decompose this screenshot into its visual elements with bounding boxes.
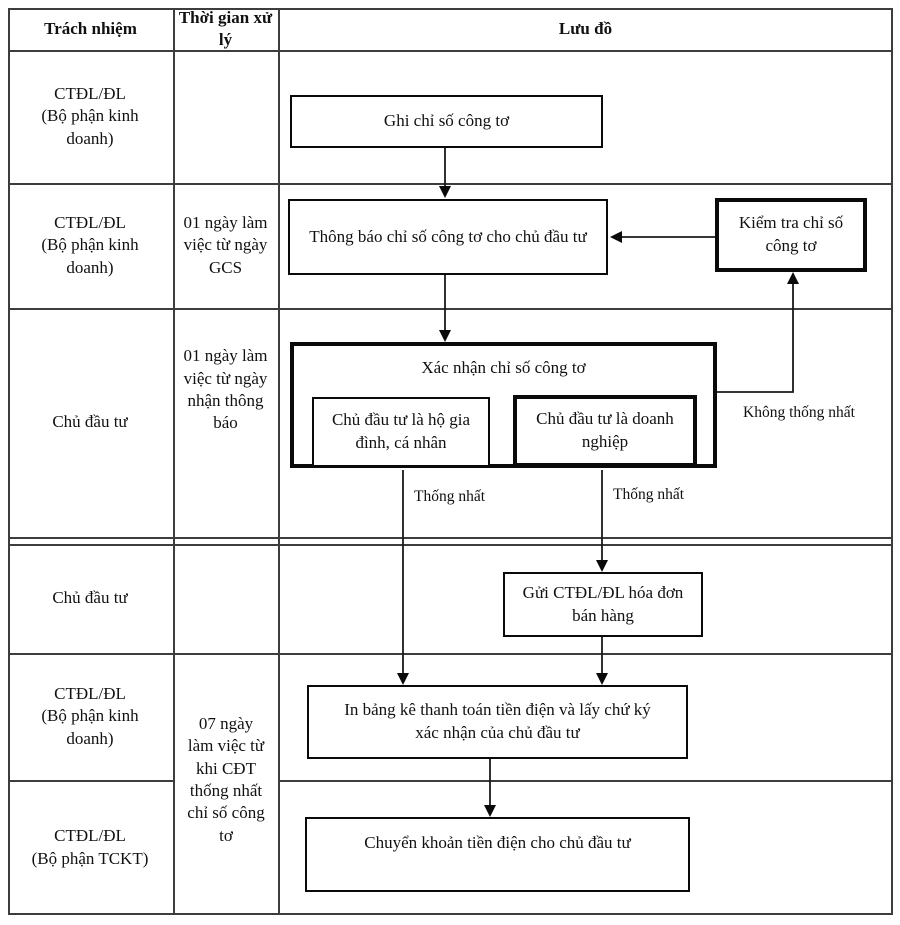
responsibility-row2-dept: (Bộ phận kinh doanh): [41, 235, 139, 277]
row-divider-5-col3: [278, 780, 893, 782]
label-khong-thong-nhat-text: Không thống nhất: [743, 404, 855, 421]
flow-box-chuyen-khoan: Chuyển khoản tiền điện cho chủ đầu tư: [305, 817, 690, 892]
row-divider-3a-double: [8, 537, 893, 539]
flow-box-ho-gia-dinh-label: Chủ đầu tư là hộ gia đình, cá nhân: [331, 410, 471, 452]
row-divider-5-col1: [8, 780, 173, 782]
flow-box-thong-bao-label: Thông báo chỉ số công tơ cho chủ đầu tư: [309, 226, 587, 246]
row-divider-4: [8, 653, 893, 655]
arrowhead-down-1: [439, 186, 451, 198]
arrowhead-down-5: [596, 673, 608, 685]
arrowhead-up-1: [787, 272, 799, 284]
responsibility-row1-org: CTĐL/ĐL: [54, 83, 126, 103]
time-row2-label: 01 ngày làm việc từ ngày GCS: [183, 212, 268, 277]
responsibility-row3: Chủ đầu tư: [20, 308, 160, 537]
flow-box-ho-gia-dinh: Chủ đầu tư là hộ gia đình, cá nhân: [312, 397, 490, 467]
flow-box-in-bang-ke-label: In bảng kê thanh toán tiền điện và lấy c…: [344, 700, 651, 742]
time-rows5-6-label: 07 ngày làm việc từ khi CĐT thống nhất c…: [187, 713, 265, 845]
header-flow: Lưu đồ: [278, 8, 893, 50]
label-khong-thong-nhat: Không thống nhất: [743, 404, 855, 423]
flow-box-gui-hoa-don: Gửi CTĐL/ĐL hóa đơn bán hàng: [503, 572, 703, 637]
row-divider-1: [8, 183, 893, 185]
flow-box-ghi-chi-so: Ghi chỉ số công tơ: [290, 95, 603, 148]
flow-box-thong-bao: Thông báo chỉ số công tơ cho chủ đầu tư: [288, 199, 608, 275]
time-row3: 01 ngày làm việc từ ngày nhận thông báo: [183, 315, 268, 465]
arrowhead-down-6: [484, 805, 496, 817]
time-row2: 01 ngày làm việc từ ngày GCS: [183, 183, 268, 308]
arrowhead-down-2: [439, 330, 451, 342]
flow-box-kiem-tra-label: Kiểm tra chỉ số công tơ: [738, 213, 844, 255]
row-divider-3b-double: [8, 544, 893, 546]
responsibility-row6-dept: (Bộ phận TCKT): [31, 848, 149, 868]
header-flow-label: Lưu đồ: [558, 18, 613, 38]
flow-box-ghi-chi-so-label: Ghi chỉ số công tơ: [383, 111, 510, 131]
row-divider-2: [8, 308, 893, 310]
column-divider-1: [173, 8, 175, 915]
flow-box-in-bang-ke: In bảng kê thanh toán tiền điện và lấy c…: [307, 685, 688, 759]
label-thong-nhat-right: Thống nhất: [613, 486, 684, 505]
header-time: Thời gian xử lý: [178, 8, 273, 50]
table-outer-border: [8, 8, 893, 915]
flow-box-xac-nhan-label: Xác nhận chỉ số công tơ: [421, 358, 586, 377]
responsibility-row2: CTĐL/ĐL (Bộ phận kinh doanh): [20, 183, 160, 308]
responsibility-row5-org: CTĐL/ĐL: [54, 683, 126, 703]
responsibility-row6-org: CTĐL/ĐL: [54, 826, 126, 846]
flow-box-kiem-tra: Kiểm tra chỉ số công tơ: [715, 198, 867, 272]
flow-box-chuyen-khoan-label: Chuyển khoản tiền điện cho chủ đầu tư: [364, 833, 631, 852]
responsibility-row4: Chủ đầu tư: [20, 544, 160, 653]
connector-khongthongnhat-loop: [717, 284, 794, 393]
flow-box-doanh-nghiep: Chủ đầu tư là doanh nghiệp: [513, 395, 697, 467]
flow-box-gui-hoa-don-label: Gửi CTĐL/ĐL hóa đơn bán hàng: [522, 582, 684, 625]
responsibility-row6: CTĐL/ĐL (Bộ phận TCKT): [16, 780, 164, 915]
label-thong-nhat-left-text: Thống nhất: [414, 488, 486, 505]
time-row3-label: 01 ngày làm việc từ ngày nhận thông báo: [183, 346, 268, 433]
arrowhead-down-4: [596, 560, 608, 572]
responsibility-row5-dept: (Bộ phận kinh doanh): [41, 706, 139, 748]
responsibility-row4-label: Chủ đầu tư: [52, 588, 128, 608]
header-responsibility: Trách nhiệm: [8, 8, 173, 50]
arrowhead-down-3: [397, 673, 409, 685]
responsibility-row5: CTĐL/ĐL (Bộ phận kinh doanh): [20, 653, 160, 780]
row-divider-header: [8, 50, 893, 52]
responsibility-row1: CTĐL/ĐL (Bộ phận kinh doanh): [20, 50, 160, 183]
responsibility-row3-label: Chủ đầu tư: [52, 412, 128, 432]
arrowhead-left-1: [610, 231, 622, 243]
flow-box-doanh-nghiep-label: Chủ đầu tư là doanh nghiệp: [536, 409, 674, 451]
label-thong-nhat-left: Thống nhất: [414, 488, 485, 507]
header-time-label: Thời gian xử lý: [178, 7, 273, 49]
header-responsibility-label: Trách nhiệm: [44, 18, 137, 38]
column-divider-2: [278, 8, 280, 915]
label-thong-nhat-right-text: Thống nhất: [613, 486, 685, 503]
responsibility-row1-dept: (Bộ phận kinh doanh): [41, 106, 139, 148]
responsibility-row2-org: CTĐL/ĐL: [54, 212, 126, 232]
time-rows5-6-merged: 07 ngày làm việc từ khi CĐT thống nhất c…: [185, 665, 267, 895]
